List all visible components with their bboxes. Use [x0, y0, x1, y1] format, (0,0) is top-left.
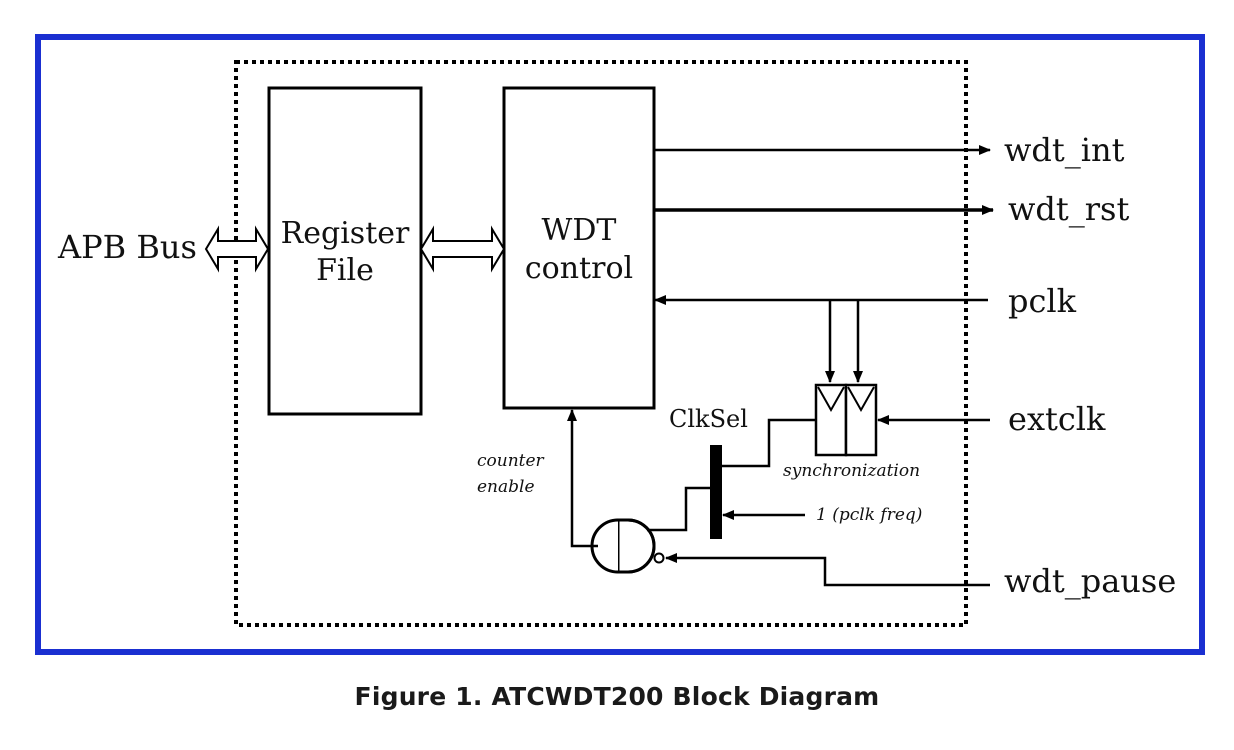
- wdt-pause-wire: [665, 553, 990, 587]
- clksel-label: ClkSel: [669, 405, 748, 433]
- wdt-int-label: wdt_int: [1004, 131, 1125, 169]
- apb-bus-arrow: [204, 225, 270, 273]
- register-file-label-line1: Register: [281, 216, 410, 251]
- counter-enable-wire: [567, 409, 598, 548]
- wdt-control-label-line2: control: [525, 251, 633, 286]
- counter-enable-label-line2: enable: [477, 477, 535, 497]
- regfile-wdt-arrow: [419, 225, 506, 273]
- pclk-label: pclk: [1008, 282, 1077, 320]
- wdt-control-label-line1: WDT: [542, 213, 617, 248]
- sync-flop-1-clock-glyph: [817, 386, 845, 413]
- mux-to-gate-wire: [655, 486, 710, 532]
- wdt-control-block: [502, 86, 656, 410]
- and-gate-body: [618, 518, 656, 574]
- sync-flop-2-clock-glyph: [847, 386, 875, 413]
- apb-bus-label: APB Bus: [57, 228, 197, 266]
- outer-frame: [35, 34, 1205, 655]
- inverter-bubble: [653, 552, 665, 564]
- sync-to-mux-wire: [722, 418, 816, 468]
- ip-boundary: [234, 60, 968, 627]
- synchronization-label: synchronization: [783, 461, 920, 481]
- counter-enable-label-line1: counter: [477, 451, 545, 471]
- sync-flop-2: [844, 383, 878, 457]
- register-file-label-line2: File: [316, 253, 374, 288]
- wdt-rst-label: wdt_rst: [1008, 190, 1129, 228]
- pclk-freq-label: 1 (pclk freq): [816, 505, 922, 525]
- wdt-pause-label: wdt_pause: [1004, 562, 1176, 600]
- figure-caption: Figure 1. ATCWDT200 Block Diagram: [354, 682, 880, 711]
- register-file-block: [267, 86, 423, 416]
- extclk-label: extclk: [1008, 400, 1106, 438]
- sync-flop-1: [814, 383, 848, 457]
- block-diagram: Register File WDT control APB Bus wdt_in…: [35, 34, 1205, 655]
- clksel-mux: [710, 445, 722, 539]
